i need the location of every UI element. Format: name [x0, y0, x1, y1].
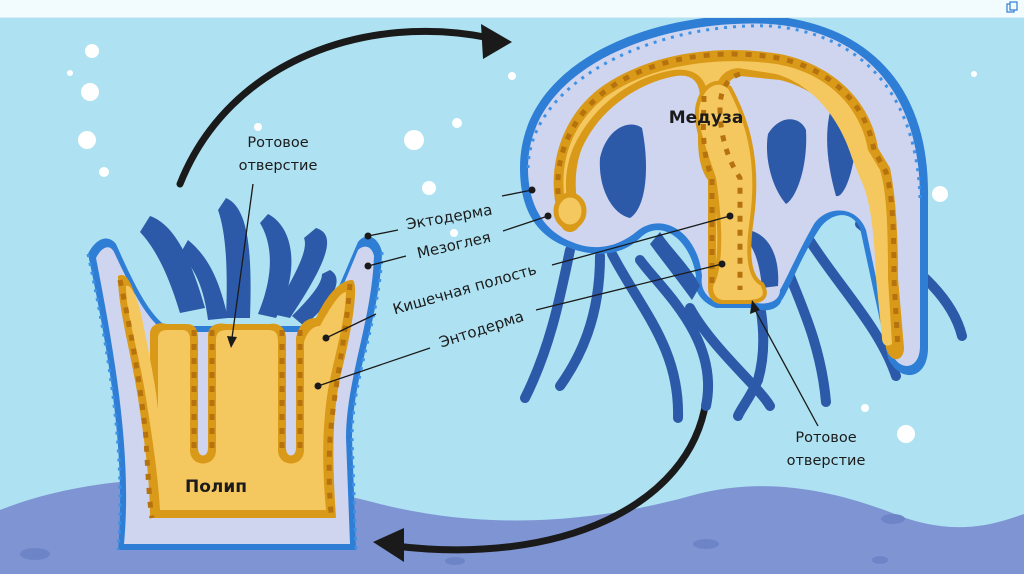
medusa-title: Медуза [669, 108, 744, 128]
medusa-mouth-label-line1: Ротовое [795, 430, 856, 446]
top-bar [0, 0, 1024, 18]
medusa-mouth-label-line2: отверстие [787, 453, 866, 469]
polyp-mouth-label-line1: Ротовое [247, 135, 308, 151]
copy-icon[interactable] [1006, 1, 1018, 13]
polyp-title: Полип [185, 477, 247, 497]
medusa-canal-bulb [556, 195, 584, 227]
polyp-mouth-label-line2: отверстие [239, 158, 318, 174]
cnidarian-life-cycle-diagram: Полип [0, 18, 1024, 574]
